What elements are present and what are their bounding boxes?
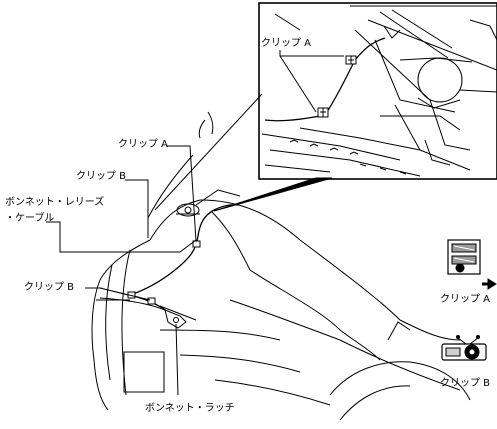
callout-wedge [213,177,333,212]
clip-a-label: クリップ A [118,139,169,150]
inset-clip-a-label: クリップ A [261,38,312,49]
bonnet-release-cable [129,204,239,319]
car-body [91,93,471,421]
legend-clip-a-label: クリップ A [440,294,491,305]
leader-clip-b-upper [125,179,149,238]
leader-release-cable [46,221,197,253]
inset-detail [258,2,497,180]
bonnet-latch-label: ボンネット・ラッチ [145,403,235,414]
legend-clip-b-label: クリップ B [440,378,491,389]
arrow-right-icon [482,278,497,290]
leader-bonnet-latch [175,323,179,396]
clip-a-on-car [192,240,201,248]
leader-clip-b-lower [85,287,151,301]
leader-clip-a [166,145,197,242]
clip-b-lower-label: クリップ B [24,282,75,293]
release-cable-label-line2: ・ケーブル [5,213,55,224]
bonnet-latch [164,309,187,329]
clip-a-icon [447,239,481,275]
clip-b-upper-label: クリップ B [76,171,127,182]
clip-b-icon [441,335,487,361]
release-cable-label-line1: ボンネット・レリーズ [5,197,105,208]
